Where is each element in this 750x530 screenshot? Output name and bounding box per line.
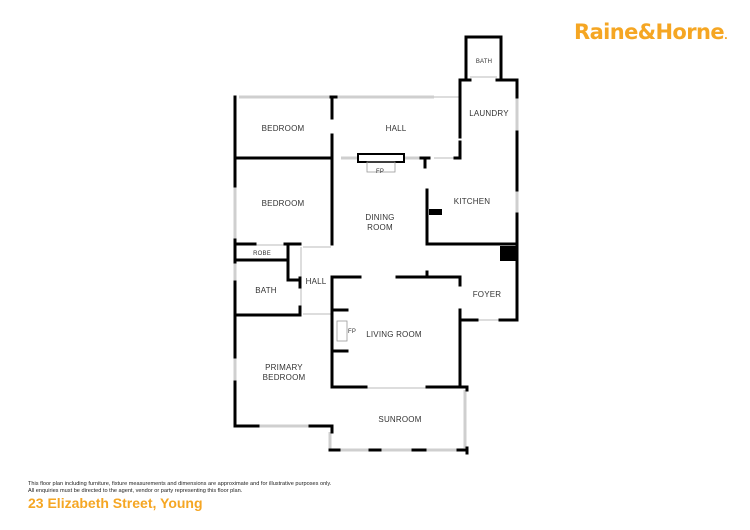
kitchen-bench-block [429,209,442,215]
fireplace-hearth-1 [366,161,396,173]
foyer-column-block [500,246,516,261]
walls [233,35,519,455]
fireplace-hearth-2 [336,320,348,342]
disclaimer-line-1: This floor plan including furniture, fix… [28,481,332,487]
room-label-foyer: FOYER [473,290,502,299]
logo-dot: . [724,31,728,42]
property-address: 23 Elizabeth Street, Young [28,495,203,511]
room-label-bath-1: BATH [476,59,492,65]
room-label-bedroom-2: BEDROOM [262,199,305,208]
room-label-fireplace-2: FP [348,329,356,335]
room-label-dining-line1: DINING [365,213,394,222]
room-label-sunroom: SUNROOM [378,415,421,424]
room-label-bedroom-1: BEDROOM [262,124,305,133]
disclaimer-line-2: All enquiries must be directed to the ag… [28,488,243,494]
windows [233,95,519,452]
room-label-living-room: LIVING ROOM [366,330,422,339]
room-label-kitchen: KITCHEN [454,197,491,206]
room-label-primary-line1: PRIMARY [265,363,303,372]
disclaimer: This floor plan including furniture, fix… [28,481,331,495]
logo-text: Raine&Horne [574,20,725,44]
room-label-primary-line2: BEDROOM [263,373,306,382]
room-label-bath-2: BATH [255,286,277,295]
raine-horne-logo: Raine&Horne. [574,20,728,44]
room-label-hall-2: HALL [306,277,327,286]
room-label-dining-line2: ROOM [367,223,393,232]
room-label-hall-1: HALL [386,124,407,133]
room-label-robe: ROBE [253,251,271,257]
room-label-fireplace-1: FP [376,169,384,175]
room-label-laundry: LAUNDRY [469,109,509,118]
